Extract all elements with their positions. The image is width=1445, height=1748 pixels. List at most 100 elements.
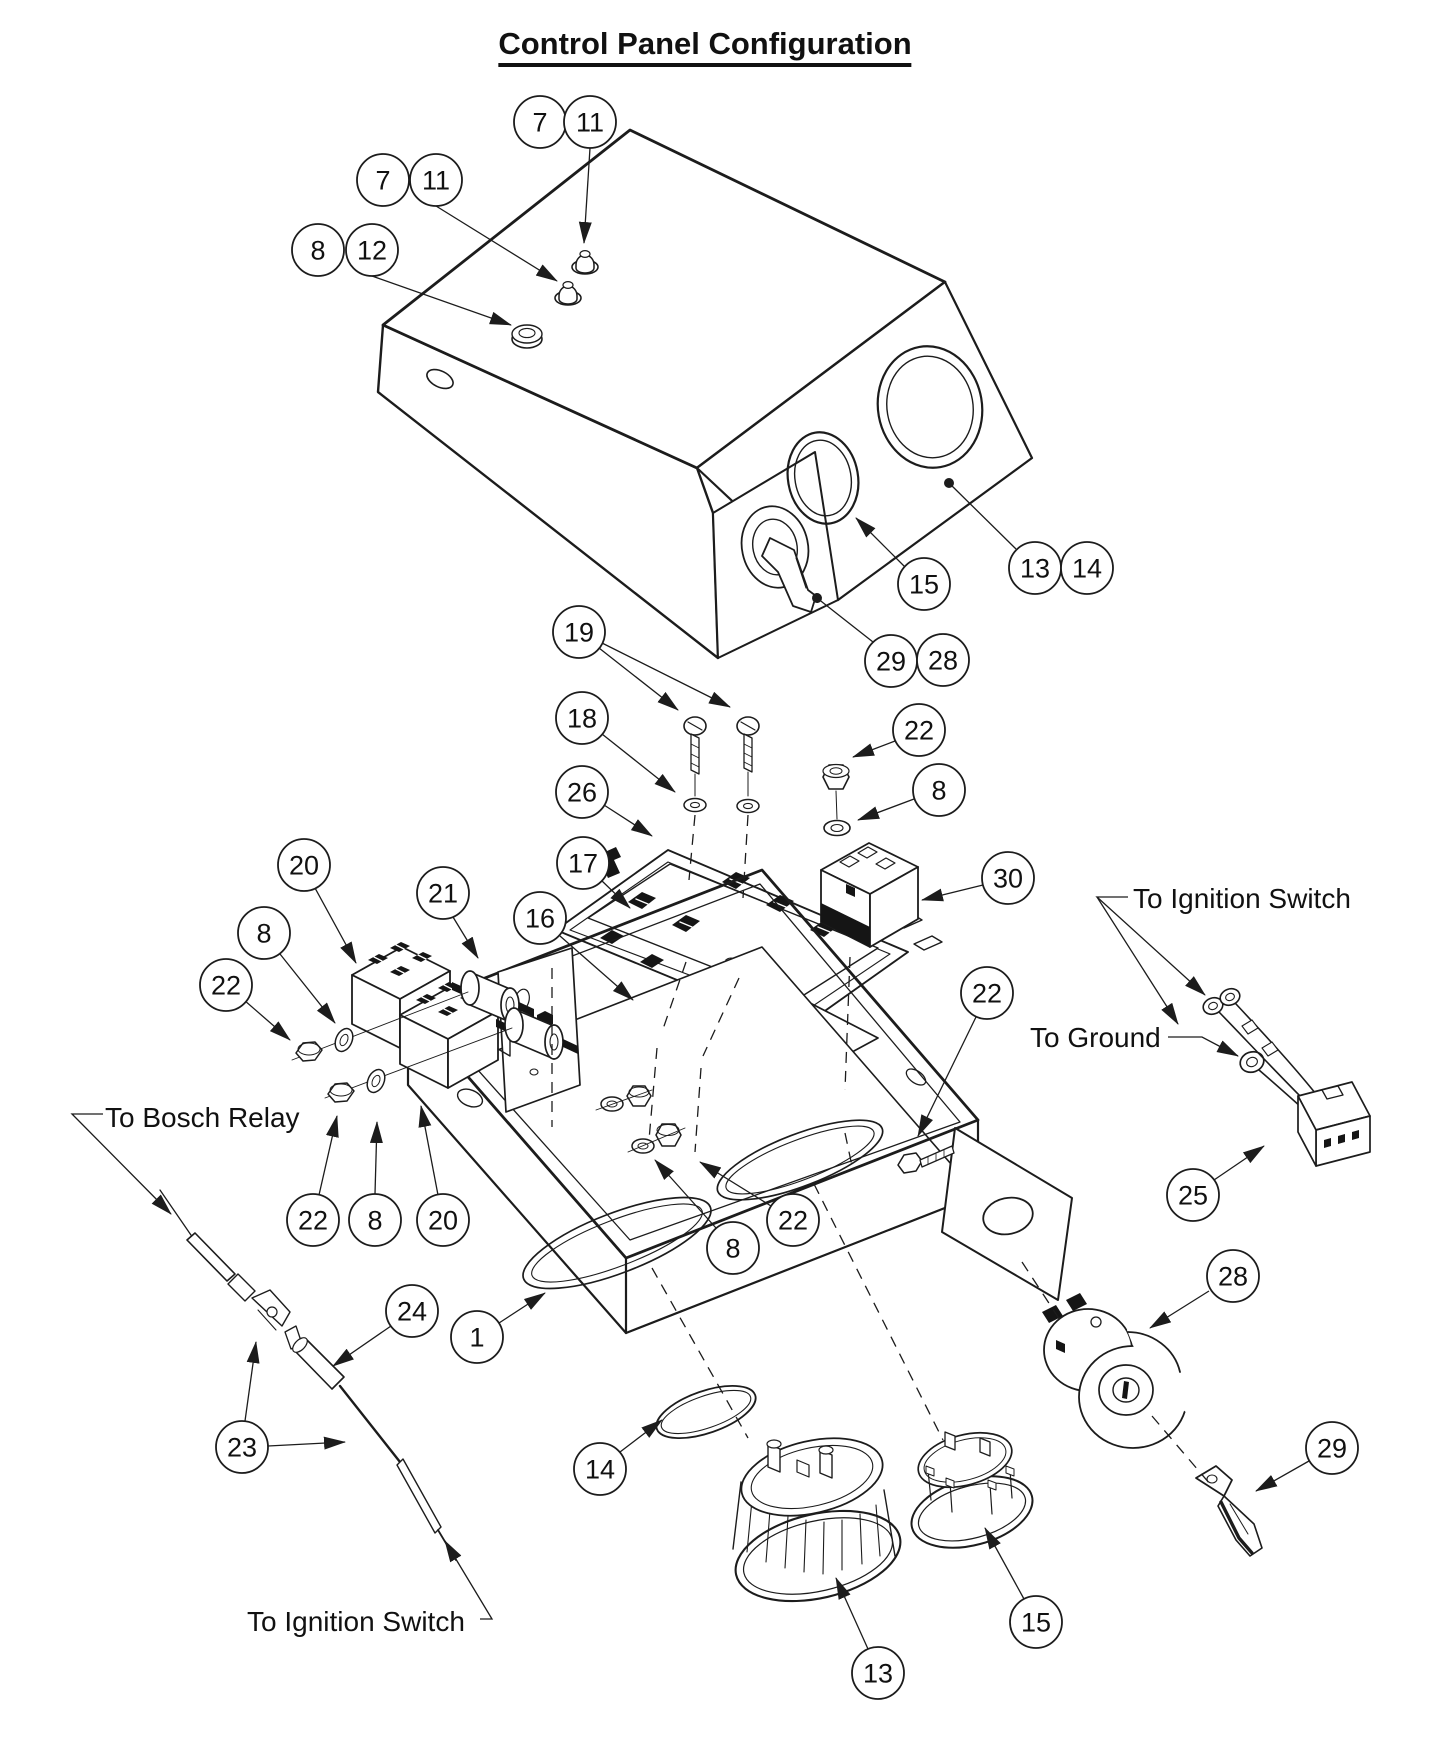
balloon-number: 23 (227, 1433, 257, 1463)
balloon-29: 29 (1305, 1421, 1359, 1475)
balloon-number: 30 (993, 864, 1023, 894)
hex-screw-head (511, 324, 543, 349)
projection-line (661, 961, 687, 1033)
washer-8-top (823, 819, 851, 837)
projection-line (742, 814, 749, 899)
balloon-28: 28 (916, 633, 970, 687)
leader-line (70, 1113, 172, 1215)
projection-line (702, 977, 740, 1057)
cover-gauge-hole-small (786, 431, 860, 525)
balloon-28: 28 (1206, 1249, 1260, 1303)
projection-line (844, 1132, 853, 1167)
label-to-ground: To Ground (1030, 1022, 1161, 1053)
balloon-number: 16 (525, 904, 555, 934)
cap-nut-2 (554, 281, 582, 306)
leader-line (601, 733, 676, 793)
label-to-ignition-switch-top: To Ignition Switch (1133, 883, 1351, 914)
balloon-25: 25 (1166, 1168, 1220, 1222)
balloon-8: 8 (912, 763, 966, 817)
leader-line (855, 517, 906, 568)
balloon-number: 13 (1020, 554, 1050, 584)
balloon-21: 21 (416, 866, 470, 920)
leader-line (699, 1161, 772, 1207)
leader-line (332, 1325, 392, 1367)
balloon-15: 15 (897, 557, 951, 611)
leader-line (619, 1419, 663, 1453)
balloon-8: 8 (706, 1221, 760, 1275)
balloon-22: 22 (766, 1193, 820, 1247)
leader-line (369, 1121, 383, 1195)
balloon-number: 17 (568, 849, 598, 879)
leader-line (921, 884, 984, 902)
relays (291, 942, 578, 1103)
leader-line (559, 935, 634, 1001)
screw-19b (736, 716, 760, 797)
projection-line (1151, 1415, 1211, 1485)
balloon-number: 22 (298, 1206, 328, 1236)
o-ring (655, 1385, 757, 1439)
box-washer-nut-2 (631, 1123, 682, 1154)
balloon-number: 26 (567, 778, 597, 808)
balloon-29: 29 (864, 634, 918, 688)
washer-18b (736, 798, 760, 814)
projection-line (688, 814, 696, 881)
label-to-ignition-switch-bottom: To Ignition Switch (247, 1606, 465, 1637)
leader-line (598, 647, 679, 711)
relay-fasteners (295, 1027, 386, 1103)
balloon-30: 30 (981, 851, 1035, 905)
balloon-number: 7 (375, 166, 390, 196)
balloon-number: 18 (567, 704, 597, 734)
nut-22-top (822, 763, 850, 820)
wire-harness (1202, 987, 1371, 1167)
leader-line (1213, 1145, 1265, 1181)
leader-line (244, 1341, 260, 1422)
ignition-switch (1042, 1293, 1213, 1449)
balloon-number: 22 (211, 971, 241, 1001)
leader-line (578, 147, 592, 244)
balloon-number: 15 (1021, 1608, 1051, 1638)
balloon-number: 21 (428, 879, 458, 909)
balloon-22: 22 (960, 966, 1014, 1020)
balloon-number: 1 (469, 1323, 484, 1353)
gauge-large (732, 1437, 902, 1603)
balloon-number: 8 (367, 1206, 382, 1236)
balloon-number: 15 (909, 570, 939, 600)
circuit-breaker (820, 842, 919, 948)
leader-line (917, 1016, 977, 1137)
leader-lines (70, 147, 1310, 1650)
balloon-number: 28 (1218, 1262, 1248, 1292)
leader-line (279, 953, 336, 1024)
balloon-number: 29 (1317, 1434, 1347, 1464)
leader-line (267, 1436, 346, 1450)
balloon-19: 19 (552, 605, 606, 659)
cover-side-slot (426, 368, 454, 390)
balloon-number: 12 (357, 236, 387, 266)
gauge-large-terminals (766, 1439, 834, 1479)
projection-line (844, 956, 851, 1091)
balloon-number: 8 (725, 1234, 740, 1264)
balloon-17: 17 (556, 836, 610, 890)
balloon-8: 8 (237, 906, 291, 960)
balloon-18: 18 (555, 691, 609, 745)
balloon-number: 29 (876, 647, 906, 677)
balloon-number: 11 (422, 166, 450, 196)
balloon-22: 22 (286, 1193, 340, 1247)
leader-line (243, 999, 291, 1041)
projection-line (1021, 1261, 1061, 1321)
cover-part (376, 128, 1034, 660)
balloon-12: 12 (345, 223, 399, 277)
leader-line (498, 1292, 546, 1324)
leader-line (984, 1527, 1025, 1600)
balloon-16: 16 (513, 891, 567, 945)
projection-lines (551, 814, 1211, 1485)
rubber-mount-b (496, 1007, 578, 1060)
balloon-number: 14 (585, 1455, 615, 1485)
balloon-11: 11 (563, 95, 617, 149)
balloon-number: 20 (289, 851, 319, 881)
key-lock (740, 505, 817, 613)
balloon-14: 14 (1060, 541, 1114, 595)
label-to-bosch-relay: To Bosch Relay (105, 1102, 300, 1133)
balloon-number: 13 (863, 1659, 893, 1689)
